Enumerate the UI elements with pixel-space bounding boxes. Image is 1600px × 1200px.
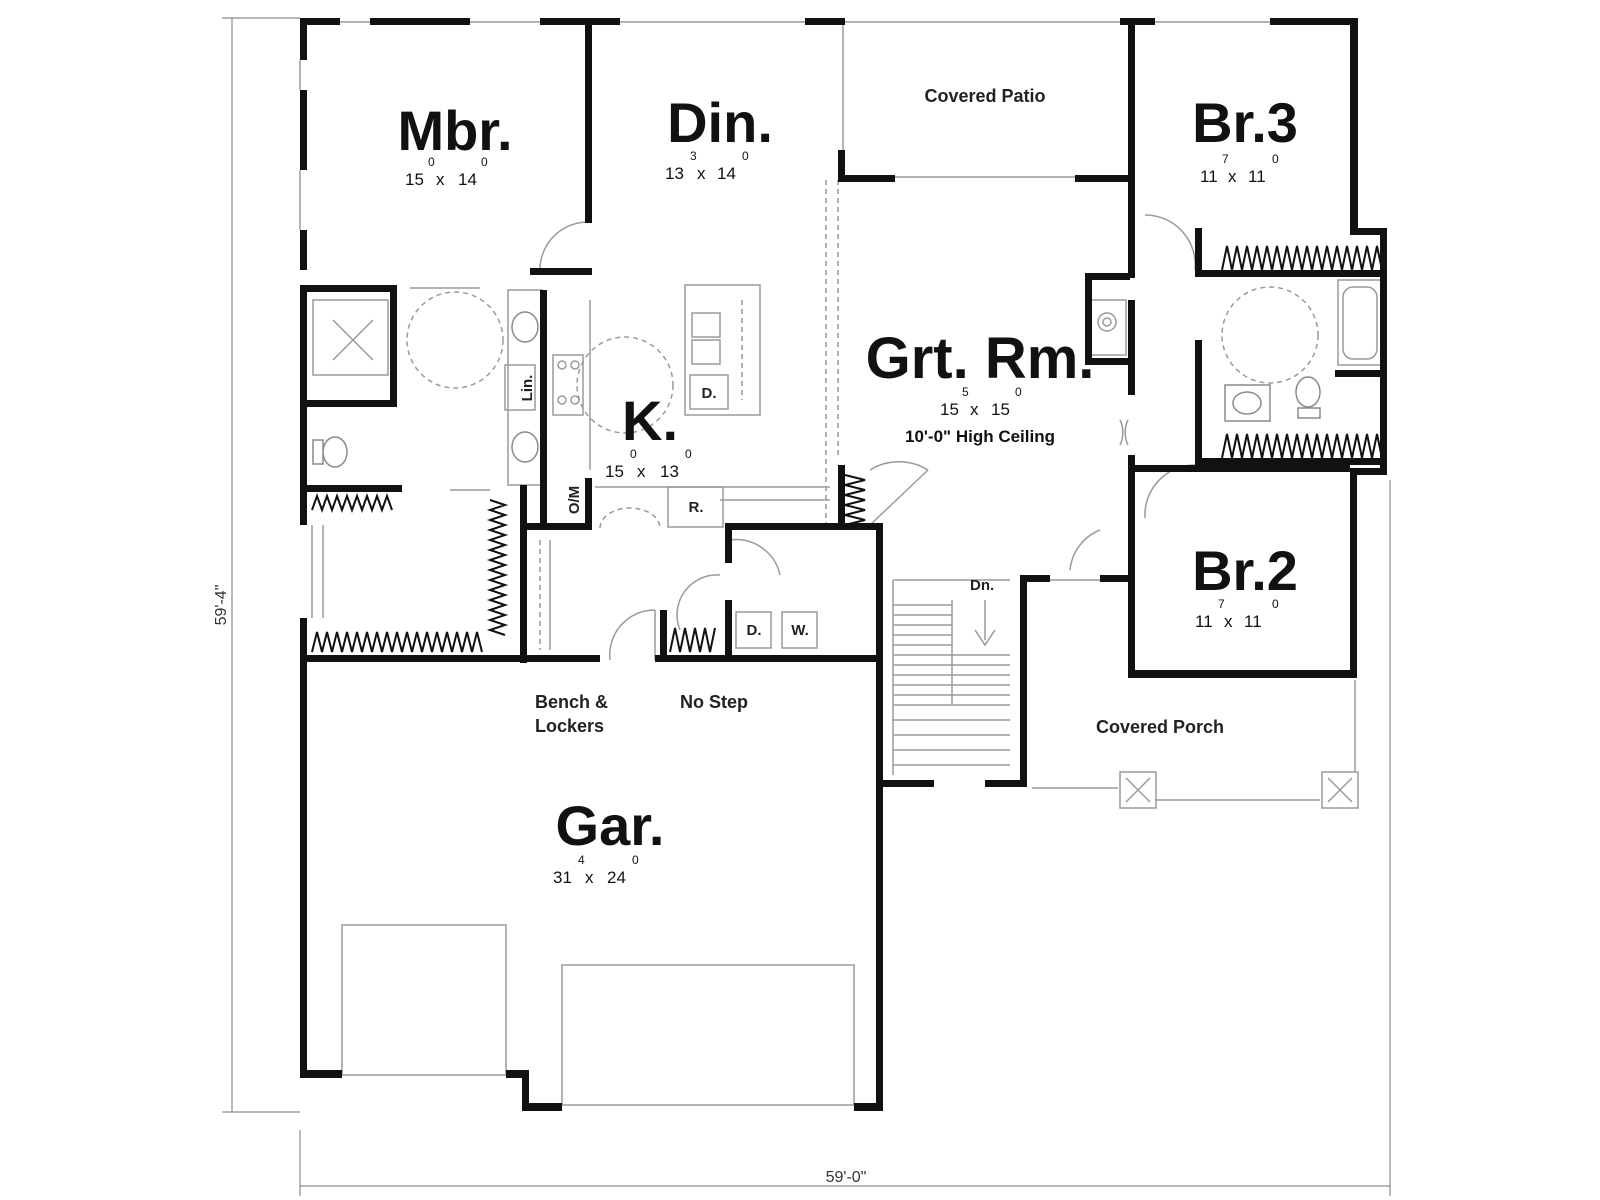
room-k: K. 15 0 x 13 0 — [605, 389, 692, 481]
label-covered-patio: Covered Patio — [924, 86, 1045, 106]
room-size-din-wsup: 3 — [690, 149, 697, 163]
label-covered-porch: Covered Porch — [1096, 717, 1224, 737]
staircase — [892, 579, 1010, 775]
room-note-grt: 10'-0" High Ceiling — [905, 427, 1055, 446]
width-dimension: 59'-0" — [826, 1169, 867, 1186]
room-size-din-h: 14 — [717, 164, 736, 183]
label-washer: W. — [791, 622, 809, 639]
label-dryer: D. — [747, 622, 762, 639]
room-size-br3-x: x — [1228, 167, 1237, 186]
room-size-grt-wsup: 5 — [962, 385, 969, 399]
room-size-din-w: 13 — [665, 164, 684, 183]
room-size-mbr-w: 15 — [405, 170, 424, 189]
room-size-br2-h: 11 — [1244, 612, 1262, 631]
room-din: Din. 13 3 x 14 0 — [665, 91, 773, 183]
room-size-k-wsup: 0 — [630, 447, 637, 461]
room-size-mbr-hsup: 0 — [481, 155, 488, 169]
room-name-k: K. — [622, 389, 678, 452]
room-br2: Br.2 11 7 x 11 0 — [1192, 539, 1298, 631]
room-name-din: Din. — [667, 91, 773, 154]
room-size-br3-h: 11 — [1248, 167, 1266, 186]
room-mbr: Mbr. 15 0 x 14 0 — [397, 99, 512, 189]
thin-linework — [299, 21, 1383, 1106]
room-name-grt: Grt. Rm. — [866, 326, 1095, 391]
room-size-mbr-x: x — [436, 170, 445, 189]
room-size-br2-hsup: 0 — [1272, 597, 1279, 611]
room-size-gar-hsup: 0 — [632, 853, 639, 867]
label-dishwasher: D. — [702, 385, 717, 402]
room-size-k-h: 13 — [660, 462, 679, 481]
room-name-gar: Gar. — [556, 794, 665, 857]
label-bench: Bench & — [535, 692, 608, 712]
room-name-br3: Br.3 — [1192, 91, 1298, 154]
room-grt: Grt. Rm. 15 5 x 15 0 10'-0" High Ceiling — [866, 326, 1095, 446]
height-dimension: 59'-4" — [213, 585, 230, 626]
label-no-step: No Step — [680, 692, 748, 712]
room-size-din-x: x — [697, 164, 706, 183]
room-size-k-w: 15 — [605, 462, 624, 481]
room-size-mbr-wsup: 0 — [428, 155, 435, 169]
room-size-din-hsup: 0 — [742, 149, 749, 163]
room-gar: Gar. 31 4 x 24 0 — [553, 794, 664, 887]
room-size-gar-wsup: 4 — [578, 853, 585, 867]
room-br3: Br.3 11 7 x 11 0 — [1192, 91, 1298, 186]
room-size-gar-x: x — [585, 868, 594, 887]
room-size-br2-x: x — [1224, 612, 1233, 631]
room-size-mbr-h: 14 — [458, 170, 477, 189]
label-linen: Lin. — [519, 375, 536, 402]
walls — [300, 18, 1387, 1111]
room-size-gar-w: 31 — [553, 868, 572, 887]
room-name-br2: Br.2 — [1192, 539, 1298, 602]
label-refrigerator: R. — [689, 499, 704, 516]
room-size-k-x: x — [637, 462, 646, 481]
room-size-br3-hsup: 0 — [1272, 152, 1279, 166]
room-size-grt-w: 15 — [940, 400, 959, 419]
dimension-lines — [222, 17, 1391, 1196]
room-size-br2-w: 11 — [1195, 612, 1213, 631]
room-size-grt-h: 15 — [991, 400, 1010, 419]
room-size-br3-wsup: 7 — [1222, 152, 1229, 166]
room-size-grt-hsup: 0 — [1015, 385, 1022, 399]
room-size-k-hsup: 0 — [685, 447, 692, 461]
room-size-gar-h: 24 — [607, 868, 626, 887]
room-size-br3-w: 11 — [1200, 167, 1218, 186]
room-size-grt-x: x — [970, 400, 979, 419]
label-stairs-down: Dn. — [970, 577, 994, 594]
room-size-br2-wsup: 7 — [1218, 597, 1225, 611]
label-lockers: Lockers — [535, 716, 604, 736]
label-oven-microwave: O/M — [566, 486, 583, 514]
room-name-mbr: Mbr. — [397, 99, 512, 162]
